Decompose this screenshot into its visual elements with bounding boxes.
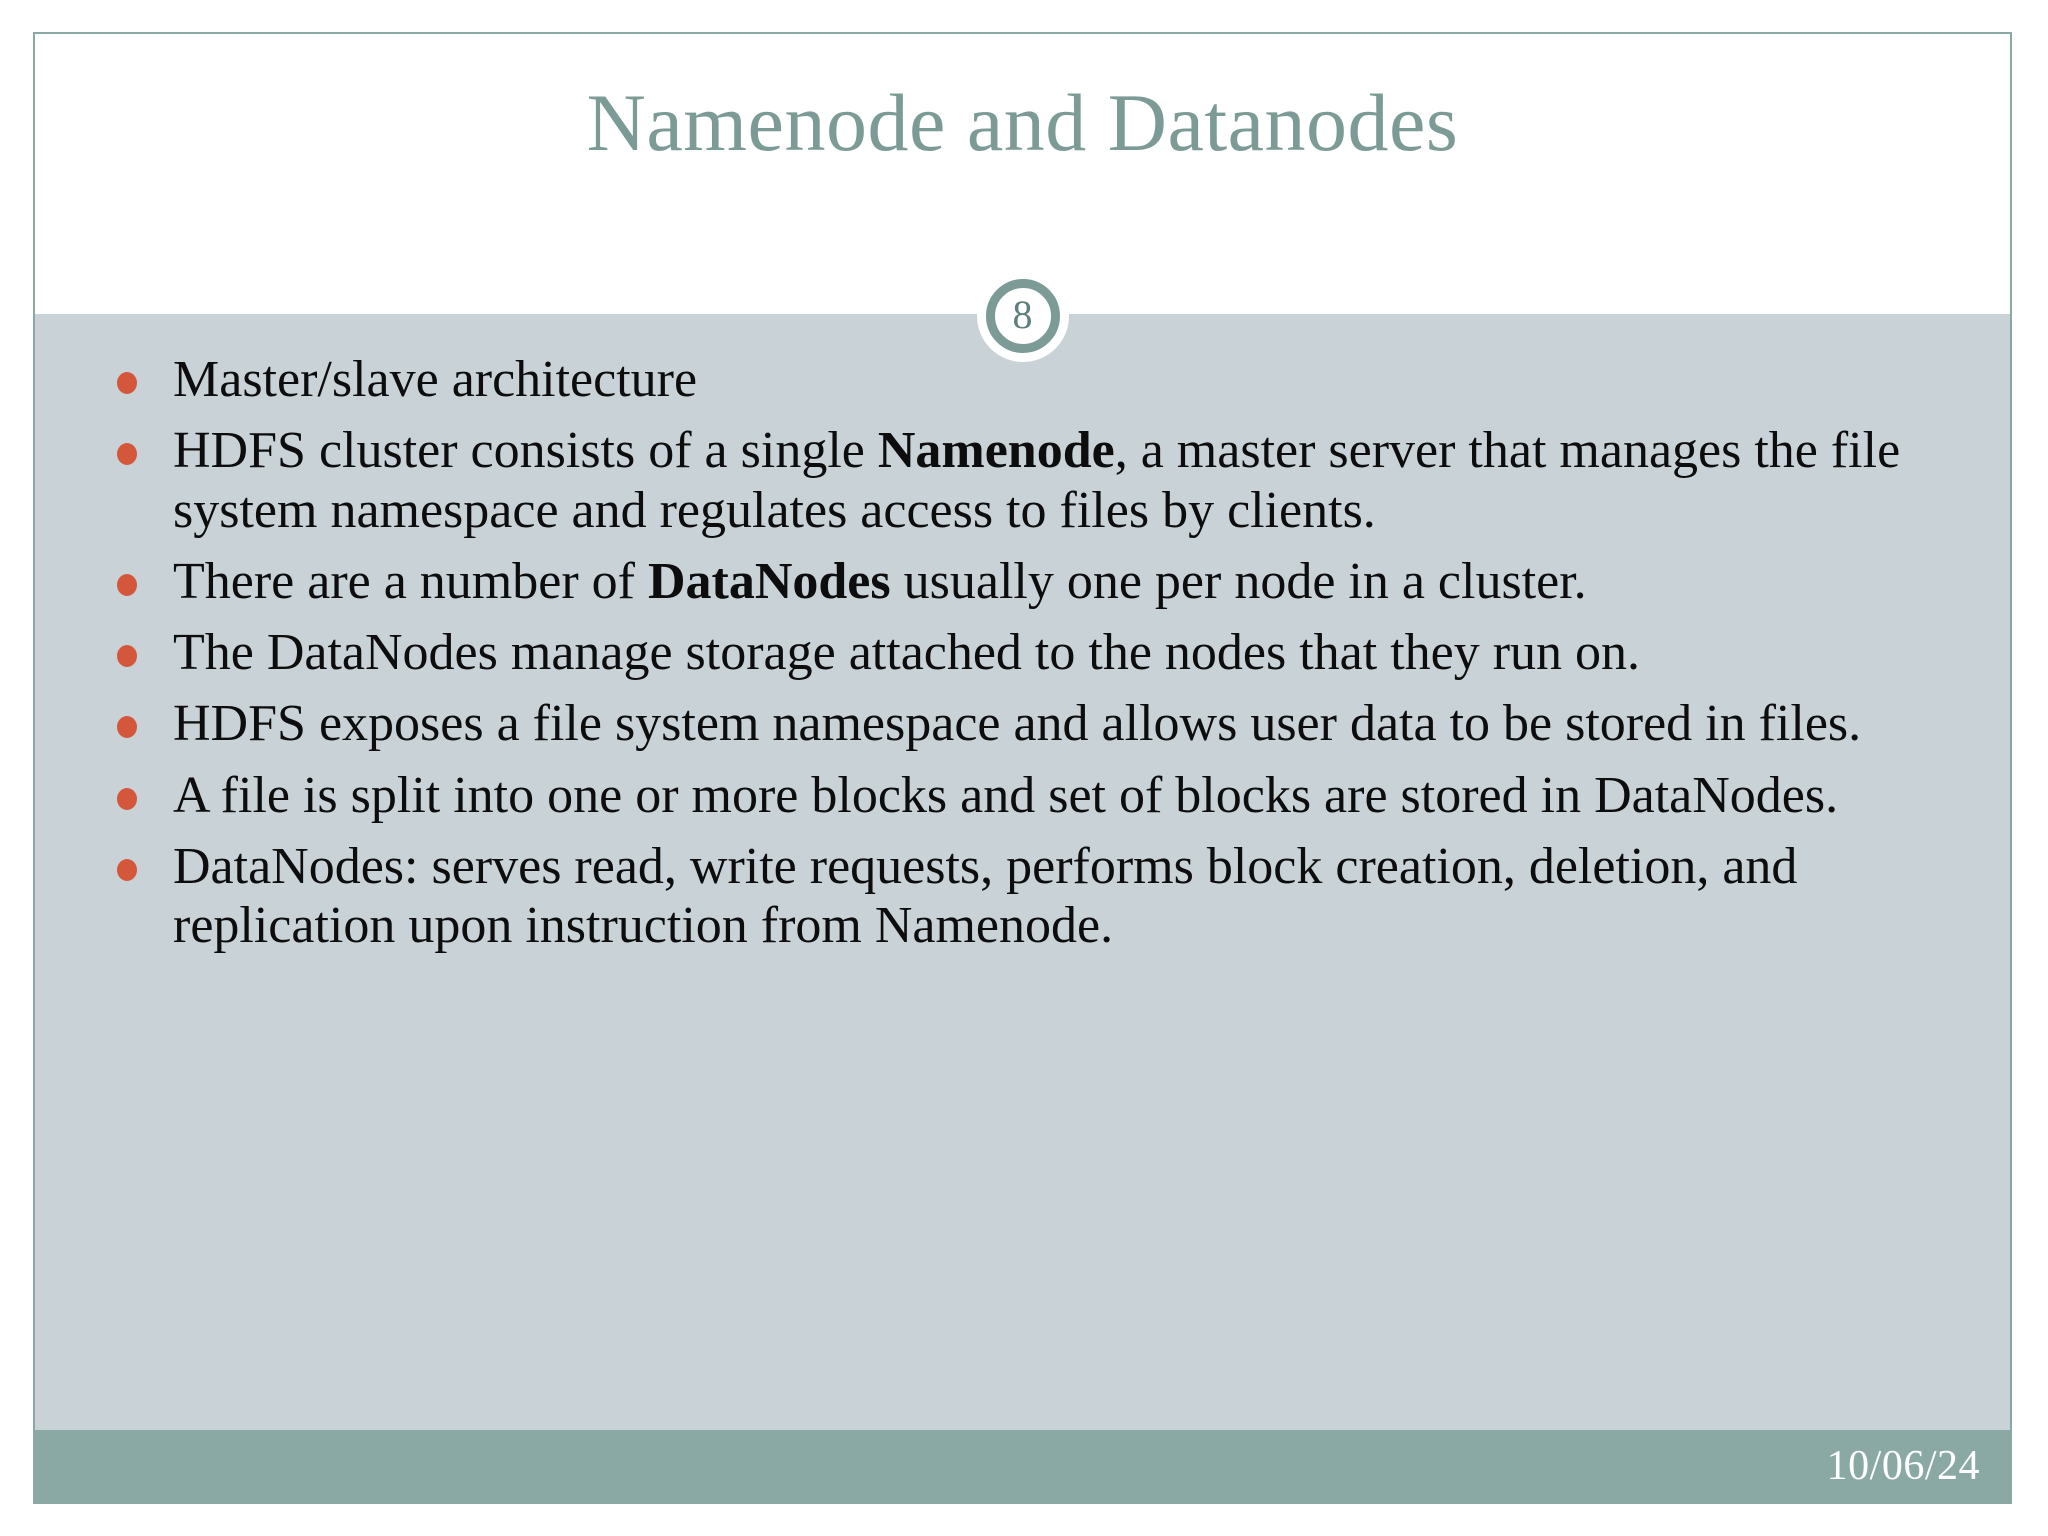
slide-header: Namenode and Datanodes (35, 34, 2010, 314)
bullet-text: The DataNodes manage storage attached to… (173, 624, 1641, 682)
slide-footer: 10/06/24 (35, 1430, 2010, 1502)
page-title: Namenode and Datanodes (586, 77, 1459, 168)
bullet-dot-icon (117, 573, 137, 596)
bullet-dot-icon (117, 716, 137, 739)
bullet-text: There are a number of DataNodes usually … (173, 552, 1587, 610)
bullet-text: A file is split into one or more blocks … (173, 766, 1839, 824)
bullet-text: HDFS exposes a file system namespace and… (173, 695, 1862, 753)
bullet-item-datanodes-manage-storage: The DataNodes manage storage attached to… (95, 623, 1970, 682)
bullet-dot-icon (117, 443, 137, 466)
bullet-text: DataNodes: serves read, write requests, … (173, 837, 1798, 955)
bullet-item-datanodes-per-node: There are a number of DataNodes usually … (95, 552, 1970, 611)
bullet-dot-icon (117, 372, 137, 394)
bullet-item-master-slave-architecture: Master/slave architecture (95, 350, 1970, 409)
bullet-text: Master/slave architecture (173, 351, 698, 408)
page-number-badge: 8 (976, 270, 1069, 362)
bullet-item-file-split-into-blocks: A file is split into one or more blocks … (95, 766, 1970, 825)
page-number-text: 8 (1012, 292, 1033, 337)
bullet-dot-icon (117, 645, 137, 668)
bullet-item-hdfs-exposes-namespace: HDFS exposes a file system namespace and… (95, 694, 1970, 753)
bullet-dot-icon (117, 787, 137, 810)
bullet-item-hdfs-cluster-namenode: HDFS cluster consists of a single Nameno… (95, 421, 1970, 540)
bullet-text: HDFS cluster consists of a single Nameno… (173, 422, 1901, 539)
bullet-item-datanodes-serve-requests: DataNodes: serves read, write requests, … (95, 837, 1970, 956)
bullet-dot-icon (117, 858, 137, 881)
slide-canvas: Namenode and Datanodes 8 Master/slave ar… (33, 32, 2012, 1504)
footer-date-text: 10/06/24 (1826, 1443, 1980, 1489)
badge-ring: 8 (985, 279, 1060, 353)
